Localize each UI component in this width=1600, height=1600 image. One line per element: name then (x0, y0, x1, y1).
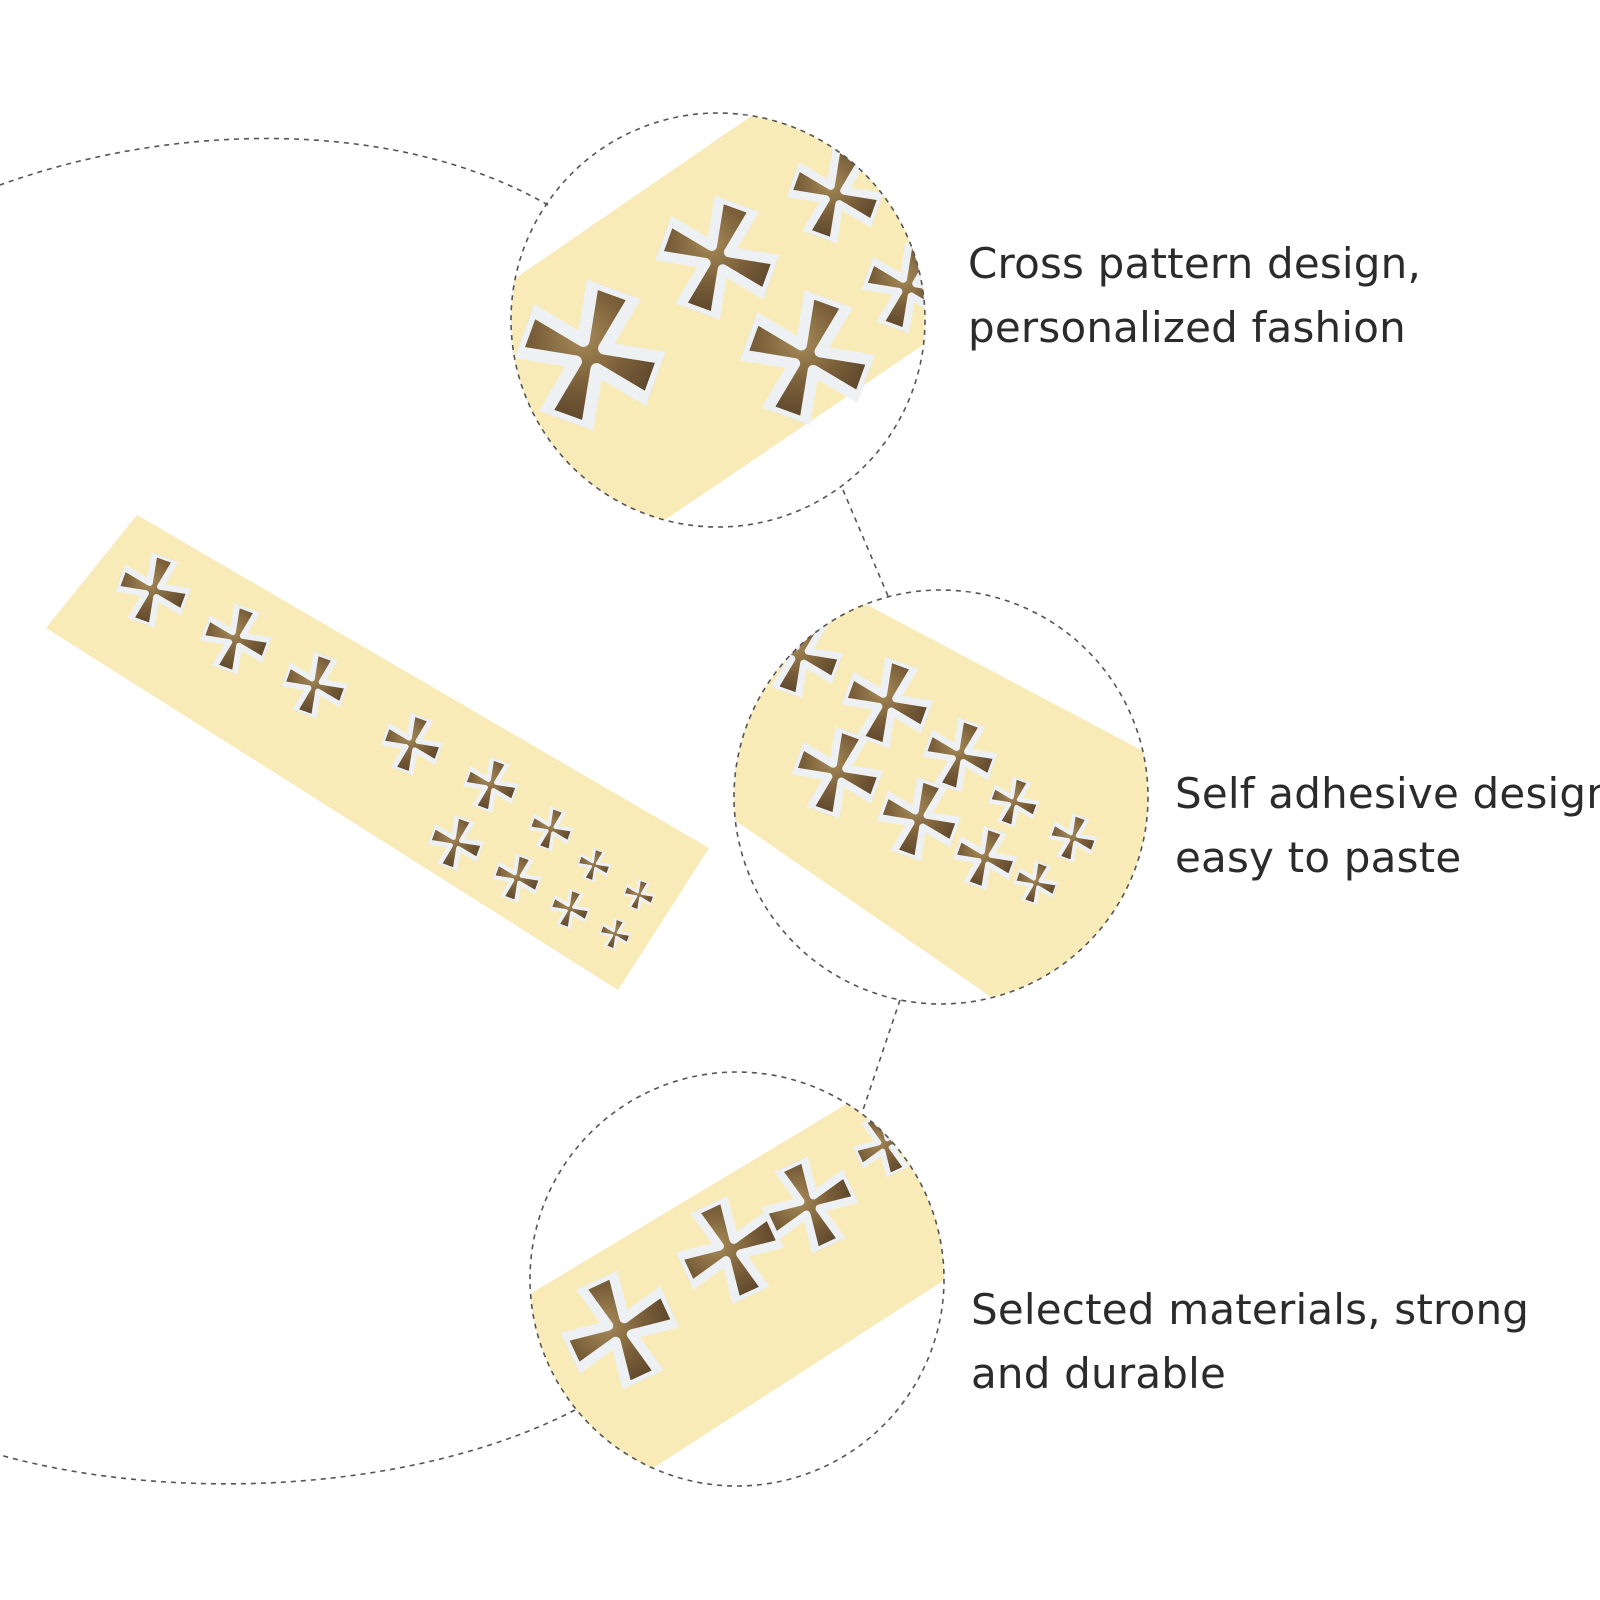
dashed-connector (862, 999, 901, 1111)
feature-line: and durable (971, 1349, 1227, 1398)
detail-circle-self-adhesive (733, 589, 1149, 1005)
feature-line: Selected materials, strong (971, 1285, 1530, 1334)
dashed-guide-arc (0, 1409, 576, 1485)
detail-circle-materials (529, 1071, 945, 1487)
sticker-sheet (46, 515, 709, 990)
feature-text-self-adhesive: Self adhesive design, easy to paste (1175, 762, 1600, 890)
dashed-guide-arc (0, 137, 549, 206)
feature-line: easy to paste (1175, 833, 1462, 882)
feature-line: personalized fashion (968, 303, 1406, 352)
feature-line: Cross pattern design, (968, 239, 1422, 288)
detail-circle-cross-pattern (510, 112, 926, 528)
dashed-connector (842, 489, 889, 597)
feature-text-materials: Selected materials, strong and durable (971, 1278, 1529, 1406)
feature-line: Self adhesive design, (1175, 769, 1600, 818)
feature-text-cross-pattern: Cross pattern design, personalized fashi… (968, 232, 1421, 360)
